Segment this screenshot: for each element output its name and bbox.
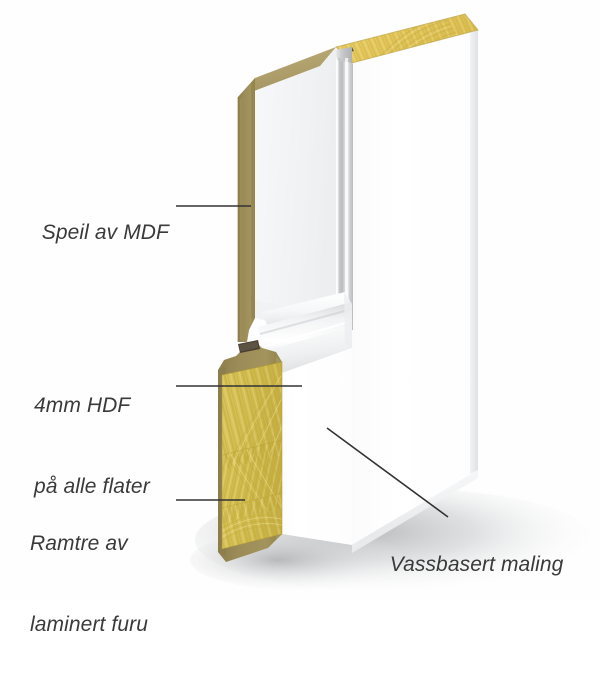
label-hdf-line1: 4mm HDF [34,394,131,417]
mdf-panel-cut-edge [237,47,336,342]
label-4mm-hdf: 4mm HDF på alle flater [34,338,150,554]
label-maling-line1: Vassbasert maling [389,553,564,576]
leader-lines [176,205,449,518]
label-speil-av-mdf: Speil av MDF [18,192,169,273]
leader-maling [326,427,449,518]
label-ramtre-line2: laminert furu [30,613,149,636]
recessed-panel-face [255,47,336,336]
panel-profile-moulding [258,292,353,545]
door-cutaway-illustration [176,13,595,592]
laminated-pine-core [221,361,283,550]
illustration-stage: Speil av MDF 4mm HDF på alle flater Ramt… [18,13,595,636]
label-vassbasert-maling: Vassbasert maling [366,524,564,605]
door-front-face [352,30,478,553]
panel-cut-groove [335,47,353,336]
label-speil-line1: Speil av MDF [41,221,169,244]
label-hdf-line2: på alle flater [34,475,150,498]
label-ramtre-line1: Ramtre av [30,532,128,555]
label-ramtre-av-laminert-furu: Ramtre av laminert furu [30,476,148,692]
